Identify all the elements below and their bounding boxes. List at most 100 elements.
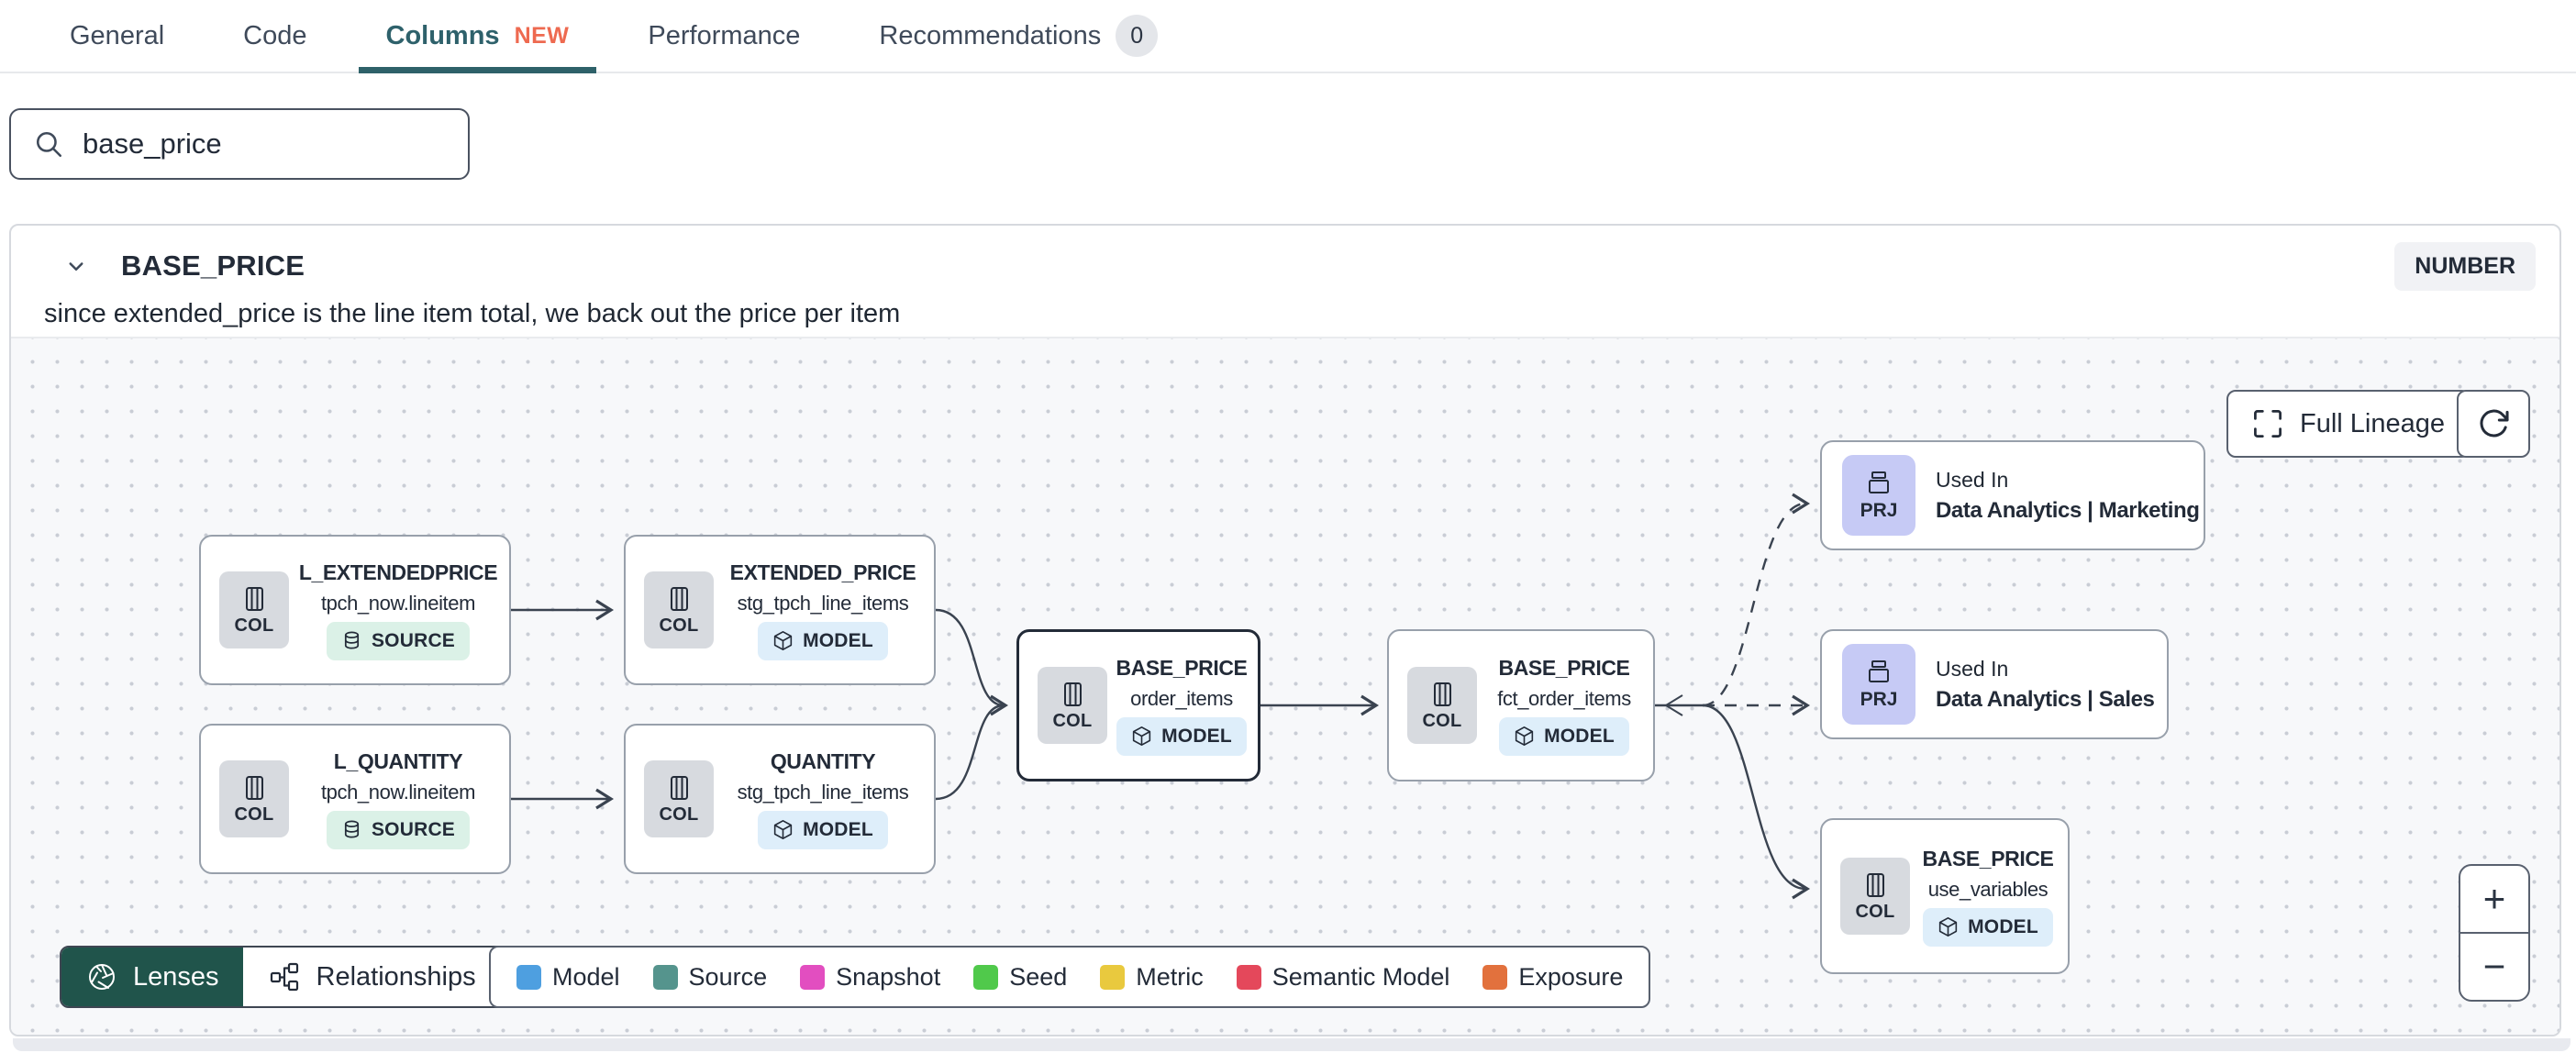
model-badge: MODEL xyxy=(758,621,888,660)
lineage-node-base-price-order-items[interactable]: COL BASE_PRICE order_items MODEL xyxy=(1016,629,1260,781)
table-columns-icon xyxy=(1058,680,1087,709)
col-label: COL xyxy=(1052,710,1093,731)
exposure-node-sales[interactable]: PRJ Used In Data Analytics | Sales xyxy=(1820,629,2169,739)
node-title: L_QUANTITY xyxy=(333,748,463,773)
legend-label: Metric xyxy=(1136,962,1204,991)
cube-icon xyxy=(1938,916,1959,937)
legend-label: Semantic Model xyxy=(1271,962,1450,991)
table-columns-icon xyxy=(664,773,694,803)
lineage-node-quantity[interactable]: COL QUANTITY stg_tpch_line_items MODEL xyxy=(624,724,936,874)
badge-label: MODEL xyxy=(803,818,873,840)
legend-label: Seed xyxy=(1009,962,1068,991)
column-icon-box: COL xyxy=(219,571,289,648)
count-badge: 0 xyxy=(1116,15,1159,57)
table-columns-icon xyxy=(664,584,694,614)
tab-general[interactable]: General xyxy=(42,0,192,72)
legend-swatch xyxy=(1482,964,1508,990)
column-icon-box: COL xyxy=(644,760,714,837)
legend-swatch xyxy=(1236,964,1261,990)
lenses-label: Lenses xyxy=(133,961,219,992)
refresh-button[interactable] xyxy=(2457,390,2530,458)
table-columns-icon xyxy=(239,773,269,803)
prj-label: PRJ xyxy=(1860,500,1898,521)
node-subtitle: order_items xyxy=(1130,686,1233,710)
zoom-out-button[interactable]: − xyxy=(2482,945,2506,988)
tab-performance[interactable]: Performance xyxy=(620,0,827,72)
legend-label: Exposure xyxy=(1518,962,1624,991)
org-chart-icon xyxy=(269,961,300,992)
model-badge: MODEL xyxy=(1499,716,1629,756)
column-icon-box: COL xyxy=(1840,858,1910,935)
column-description: since extended_price is the line item to… xyxy=(44,299,901,328)
col-label: COL xyxy=(1855,901,1895,922)
col-label: COL xyxy=(234,615,274,636)
column-icon-box: COL xyxy=(1407,667,1477,744)
lineage-graph: COL L_EXTENDEDPRICE tpch_now.lineitem SO… xyxy=(11,337,2559,1035)
source-badge: SOURCE xyxy=(326,810,471,849)
col-label: COL xyxy=(1422,710,1462,731)
cube-icon xyxy=(1131,726,1152,747)
legend-item-seed: Seed xyxy=(973,963,1067,992)
tab-code[interactable]: Code xyxy=(216,0,334,72)
node-type-legend: Model Source Snapshot Seed Metric Semant… xyxy=(489,946,1651,1008)
node-subtitle: use_variables xyxy=(1927,877,2049,901)
legend-item-source: Source xyxy=(652,963,767,992)
lineage-node-l-quantity[interactable]: COL L_QUANTITY tpch_now.lineitem SOURCE xyxy=(199,724,511,874)
lineage-node-base-price-use-variables[interactable]: COL BASE_PRICE use_variables MODEL xyxy=(1820,818,2070,974)
search-input[interactable] xyxy=(83,127,449,161)
collapse-chevron-icon[interactable] xyxy=(62,252,90,280)
lineage-node-l-extendedprice[interactable]: COL L_EXTENDEDPRICE tpch_now.lineitem SO… xyxy=(199,535,511,685)
lenses-button[interactable]: Lenses xyxy=(61,948,243,1006)
node-subtitle: tpch_now.lineitem xyxy=(320,591,476,615)
tab-bar: General Code Columns NEW Performance Rec… xyxy=(0,0,2576,73)
column-header: BASE_PRICE NUMBER xyxy=(11,226,2559,291)
column-search xyxy=(9,108,470,180)
node-title: BASE_PRICE xyxy=(1922,846,2054,870)
lineage-node-extended-price[interactable]: COL EXTENDED_PRICE stg_tpch_line_items M… xyxy=(624,535,936,685)
full-lineage-label: Full Lineage xyxy=(2300,408,2445,438)
expand-corners-icon xyxy=(2252,408,2283,439)
legend-swatch xyxy=(652,964,678,990)
legend-label: Model xyxy=(552,962,620,991)
prj-label: PRJ xyxy=(1860,689,1898,710)
archive-stack-icon xyxy=(1864,469,1893,498)
source-badge: SOURCE xyxy=(326,621,471,660)
full-lineage-button[interactable]: Full Lineage xyxy=(2226,390,2471,458)
column-type-badge: NUMBER xyxy=(2394,241,2536,291)
column-icon-box: COL xyxy=(1038,667,1107,744)
used-in-label: Used In xyxy=(1936,467,2009,492)
badge-label: MODEL xyxy=(1544,725,1615,747)
project-icon-box: PRJ xyxy=(1842,455,1915,536)
node-subtitle: tpch_now.lineitem xyxy=(320,780,476,804)
node-title: BASE_PRICE xyxy=(1498,655,1630,680)
column-name: BASE_PRICE xyxy=(121,249,305,282)
model-badge: MODEL xyxy=(1923,907,2053,947)
legend-swatch xyxy=(800,964,826,990)
exposure-name: Data Analytics | Sales xyxy=(1936,686,2155,712)
cube-icon xyxy=(772,819,794,840)
node-title: BASE_PRICE xyxy=(1116,655,1248,680)
tab-recommendations[interactable]: Recommendations 0 xyxy=(851,0,1185,72)
zoom-in-button[interactable]: + xyxy=(2460,866,2528,934)
node-subtitle: stg_tpch_line_items xyxy=(737,780,909,804)
new-badge: NEW xyxy=(514,22,570,49)
col-label: COL xyxy=(659,804,699,825)
table-columns-icon xyxy=(1427,680,1457,709)
lineage-node-base-price-fct-order-items[interactable]: COL BASE_PRICE fct_order_items MODEL xyxy=(1387,629,1655,781)
legend-item-model: Model xyxy=(516,963,620,992)
cube-icon xyxy=(1514,726,1535,747)
column-icon-box: COL xyxy=(219,760,289,837)
database-icon xyxy=(341,819,362,840)
legend-item-metric: Metric xyxy=(1100,963,1204,992)
badge-label: MODEL xyxy=(1968,915,2038,937)
column-icon-box: COL xyxy=(644,571,714,648)
badge-label: SOURCE xyxy=(371,629,456,651)
horizontal-scrollbar[interactable] xyxy=(13,1038,2570,1051)
tab-columns[interactable]: Columns NEW xyxy=(358,0,597,73)
model-badge: MODEL xyxy=(758,810,888,849)
exposure-node-marketing[interactable]: PRJ Used In Data Analytics | Marketing xyxy=(1820,440,2205,550)
aperture-icon xyxy=(85,960,118,993)
relationships-label: Relationships xyxy=(316,961,476,992)
node-title: EXTENDED_PRICE xyxy=(729,560,916,584)
model-badge: MODEL xyxy=(1116,716,1247,756)
